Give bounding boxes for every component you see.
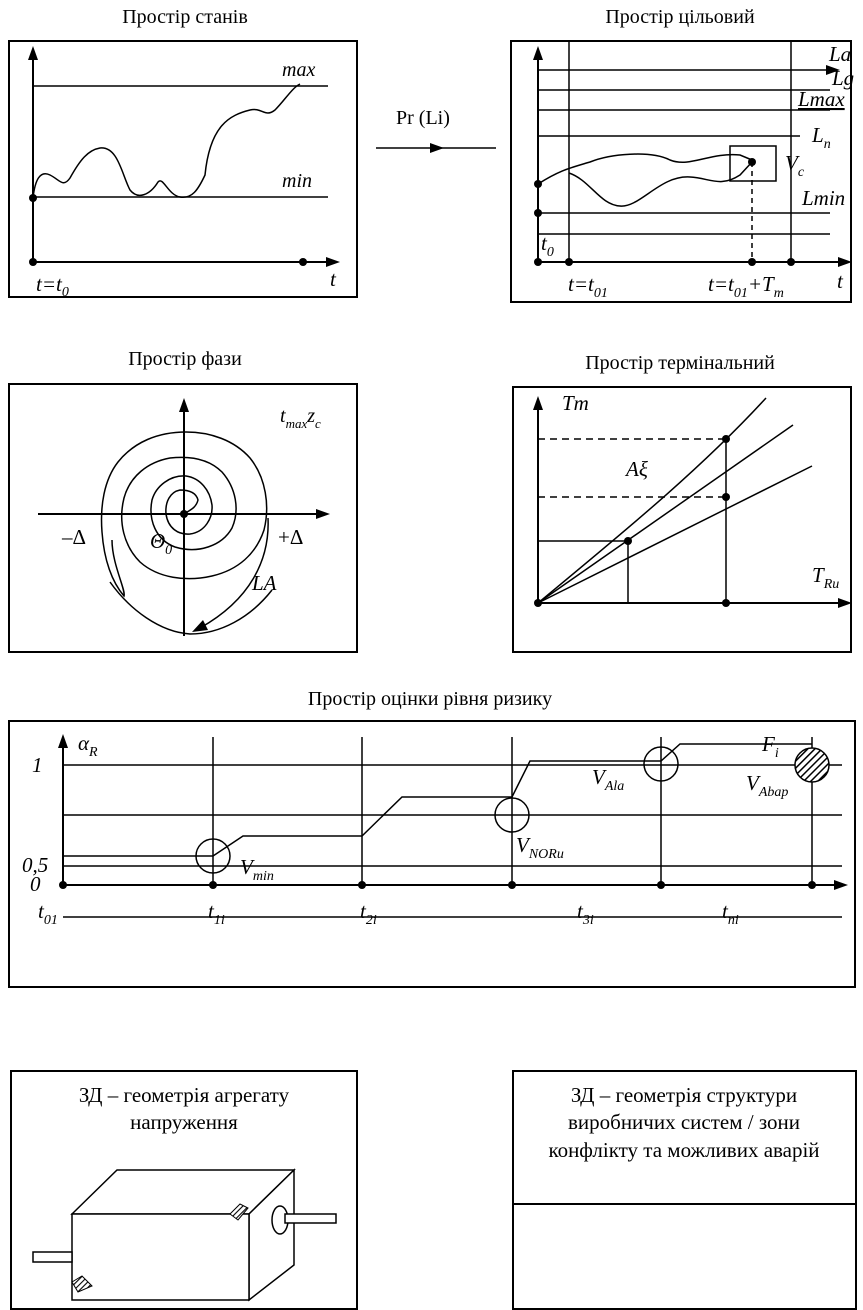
risk-t01-label: t01: [38, 899, 58, 928]
phase-LA-curve: [199, 517, 269, 629]
phase-tz-label: tmaxzc: [280, 405, 321, 431]
states-space-panel: [8, 40, 358, 298]
phase-minus-delta-label: –Δ: [61, 525, 86, 549]
states-t0-label: t=t0: [36, 272, 69, 300]
aggregate-title-line2: напруження: [130, 1110, 238, 1135]
states-max-label: max: [282, 59, 315, 81]
phase-theta-label: Θ0: [150, 529, 172, 558]
terminal-space-panel: [512, 386, 852, 653]
terminal-upper-curve: [537, 397, 767, 604]
phase-LA-label: LA: [251, 571, 277, 595]
target-upper-band: [537, 153, 753, 185]
target-t0-label: t0: [541, 231, 554, 260]
aggregate-title-line1: ЗД – геометрія агрегату: [78, 1083, 290, 1107]
risk-Fi-label: Fi: [761, 732, 779, 761]
terminal-y-arrowhead: [533, 396, 543, 410]
structure-geometry-title: ЗД – геометрія структури виробничих сист…: [514, 1082, 854, 1164]
terminal-TR-label: TRu: [812, 563, 839, 592]
target-y-arrowhead: [533, 46, 543, 60]
structure-title-line2: виробничих систем / зони: [567, 1110, 800, 1135]
target-Vc-box: [729, 145, 777, 182]
risk-VAla-label: VAla: [592, 765, 624, 794]
terminal-x-arrowhead: [838, 598, 852, 608]
risk-y0-label: 0: [30, 872, 41, 896]
states-x-arrowhead: [326, 257, 340, 267]
phase-LA-arrowhead: [192, 620, 208, 632]
shaft-left: [32, 1251, 73, 1263]
risk-t1i-label: t1i: [208, 899, 225, 928]
box-front-face: [71, 1213, 250, 1301]
shaft-right: [284, 1213, 337, 1224]
risk-tni-label: tni: [722, 899, 739, 928]
target-Lmin-label: Lmin: [801, 186, 845, 210]
caption-risk-space: Простір оцінки рівня ризику: [307, 688, 553, 710]
target-t01-label: t=t01: [568, 272, 608, 301]
risk-t3i-label: t3i: [577, 899, 594, 928]
states-origin-point: [29, 258, 37, 266]
states-y-arrowhead: [28, 46, 38, 60]
target-Lg-label: Lg: [831, 66, 854, 90]
risk-circle-VAla: [643, 746, 679, 782]
states-min-label: min: [282, 170, 312, 192]
risk-y1-label: 1: [32, 753, 43, 777]
caption-terminal-space: Простір термінальний: [585, 352, 775, 374]
terminal-Axi-label: Aξ: [624, 457, 648, 481]
target-La-label: La: [828, 42, 851, 66]
risk-VAbap-label: VAbap: [746, 771, 788, 800]
risk-space-diagram: αR 1 0,5 0 Fi VAla VAbap VNORu Vmin t01 …: [22, 731, 848, 928]
caption-phase-space: Простір фази: [128, 348, 242, 370]
phase-space-diagram: tmaxzc –Δ +Δ Θ0 LA: [38, 398, 330, 636]
states-t-axis-label: t: [330, 267, 337, 291]
target-tm-label: t=t01+Tm: [708, 272, 784, 301]
caption-states-space: Простір станів: [122, 6, 248, 28]
phase-y-arrowhead: [179, 398, 189, 412]
risk-alpha-label: αR: [78, 731, 98, 760]
aggregate-geometry-title: ЗД – геометрія агрегату напруження: [14, 1082, 354, 1137]
target-t-axis-label: t: [837, 269, 844, 293]
transition-arrowhead: [430, 143, 444, 153]
target-space-diagram: La Lg Lmax Ln Vc Lmin t0 t=t01 t=t01+Tm …: [533, 42, 854, 301]
transition-arrow: Pr (Li): [376, 107, 496, 153]
states-start-point: [29, 194, 37, 202]
transition-label: Pr (Li): [396, 107, 450, 129]
states-space-diagram: max min t=t0 t: [28, 46, 340, 300]
target-x-arrowhead: [838, 257, 852, 267]
states-trajectory-curve: [32, 83, 301, 199]
risk-circle-Vmin: [195, 838, 231, 874]
target-Vc-label: Vc: [785, 151, 805, 180]
risk-Fi-hatched-circle: [794, 747, 830, 783]
target-lower-band: [568, 161, 753, 207]
risk-y-arrowhead: [58, 734, 68, 748]
risk-y05-label: 0,5: [22, 853, 48, 877]
states-end-point: [299, 258, 307, 266]
structure-divider: [512, 1203, 857, 1205]
target-Ln-label: Ln: [811, 123, 831, 152]
risk-t2i-label: t2i: [360, 899, 377, 928]
risk-circle-VNORu: [494, 797, 530, 833]
caption-target-space: Простір цільовий: [605, 6, 755, 28]
target-Lmax-label: Lmax: [797, 87, 845, 111]
risk-x-arrowhead: [834, 880, 848, 890]
risk-VNORu-label: VNORu: [516, 833, 564, 862]
risk-Vmin-label: Vmin: [240, 855, 274, 884]
hatched-corner-bottom: [71, 1275, 93, 1293]
phase-lower-arc: [109, 581, 273, 635]
terminal-Tm-label: Tm: [562, 391, 589, 415]
phase-origin-point: [180, 510, 188, 518]
phase-plus-delta-label: +Δ: [278, 525, 303, 549]
phase-x-arrowhead: [316, 509, 330, 519]
target-La-arrowhead: [826, 65, 840, 75]
phase-spiral: [100, 431, 268, 598]
risk-step-curve: [63, 743, 812, 857]
structure-title-line1: ЗД – геометрія структури: [570, 1083, 798, 1107]
terminal-space-diagram: Tm Aξ TRu: [533, 391, 852, 608]
hatched-corner-top: [229, 1203, 249, 1221]
terminal-middle-line: [537, 424, 794, 604]
terminal-lower-line: [537, 465, 813, 604]
structure-title-line3: конфлікту та можливих аварій: [548, 1137, 820, 1162]
